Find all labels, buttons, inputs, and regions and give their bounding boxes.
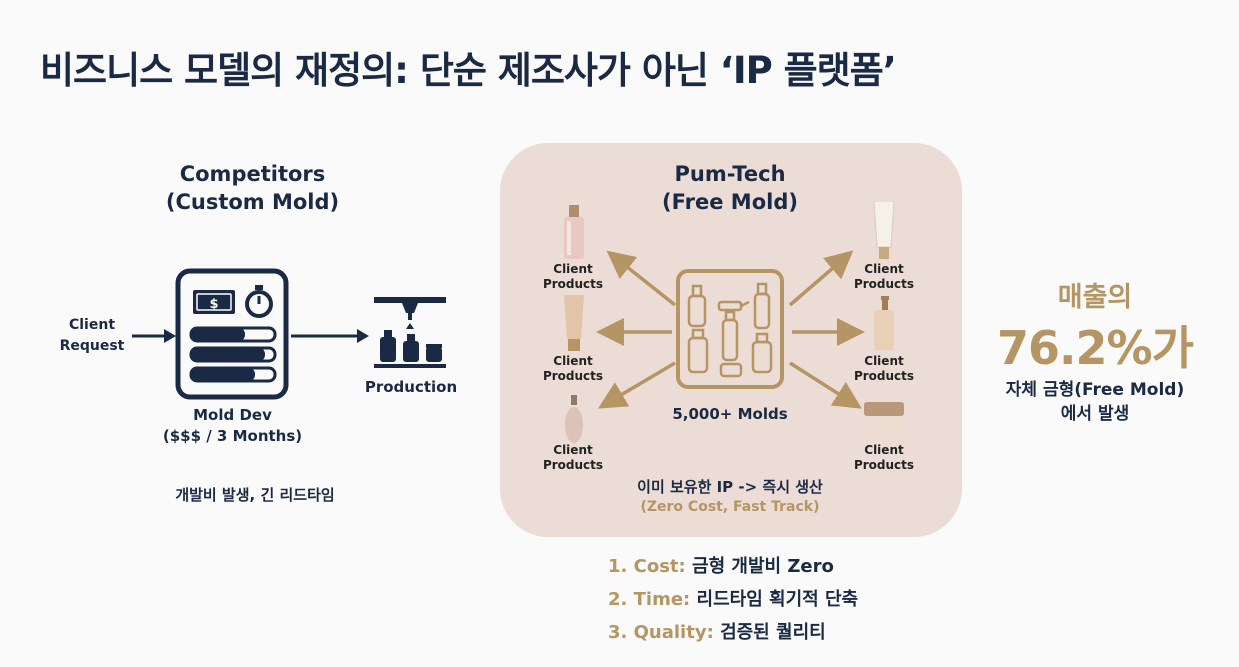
client-products-label: Client Products: [536, 262, 610, 292]
competitors-note: 개발비 발생, 긴 리드타임: [175, 486, 335, 504]
client-products-line1: Client: [864, 262, 904, 276]
cream-jar-image: [864, 402, 904, 440]
white-tube-image: [873, 201, 895, 259]
production-label: Production: [364, 378, 458, 396]
benefits-list: 1. Cost: 금형 개발비 Zero 2. Time: 리드타임 획기적 단…: [608, 550, 928, 649]
benefit-key: 3. Quality:: [608, 622, 714, 643]
tube-product-image: [564, 295, 584, 351]
mold-development-document-icon: $: [175, 268, 289, 400]
pumtech-title: Pum-Tech (Free Mold): [630, 160, 830, 216]
benefit-key: 1. Cost:: [608, 556, 686, 577]
client-products-label: Client Products: [536, 443, 610, 473]
client-products-label: Client Products: [847, 262, 921, 292]
mold-dev-cost-time: ($$$ / 3 Months): [162, 427, 303, 445]
client-products-label: Client Products: [847, 443, 921, 473]
benefit-key: 2. Time:: [608, 589, 691, 610]
client-products-line2: Products: [542, 458, 604, 472]
mold-dev-label: Mold Dev ($$$ / 3 Months): [155, 405, 310, 447]
client-products-line1: Client: [864, 354, 904, 368]
pumtech-title-line2: (Free Mold): [662, 190, 798, 214]
client-products-line1: Client: [864, 443, 904, 457]
benefit-item: 2. Time: 리드타임 획기적 단축: [608, 583, 928, 616]
molds-count: 5,000+ Molds: [672, 405, 788, 423]
client-products-line1: Client: [553, 262, 593, 276]
client-products-line2: Products: [853, 277, 915, 291]
arrow-right-icon: [291, 329, 369, 343]
client-products-line2: Products: [853, 458, 915, 472]
client-products-label: Client Products: [536, 354, 610, 384]
client-request-line1: Client: [68, 317, 116, 333]
serum-bottle-image: [564, 205, 584, 259]
benefit-item: 1. Cost: 금형 개발비 Zero: [608, 550, 928, 583]
page-title: 비즈니스 모델의 재정의: 단순 제조사가 아닌 ‘IP 플랫폼’: [40, 49, 897, 92]
client-products-line2: Products: [542, 369, 604, 383]
production-machine-icon: [374, 297, 446, 368]
stat-desc-line1: 자체 금형(Free Mold): [1005, 380, 1185, 400]
client-request-label: Client Request: [50, 315, 134, 357]
competitors-title: Competitors (Custom Mold): [150, 160, 355, 216]
stat-description: 자체 금형(Free Mold) 에서 발생: [980, 378, 1210, 426]
client-products-line2: Products: [853, 369, 915, 383]
pump-bottle-image: [874, 296, 894, 350]
dollar-symbol: $: [209, 297, 218, 312]
client-products-line2: Products: [542, 277, 604, 291]
ip-note: 이미 보유한 IP -> 즉시 생산: [637, 478, 823, 496]
client-request-line2: Request: [59, 338, 125, 354]
ip-subnote: (Zero Cost, Fast Track): [640, 499, 820, 515]
mold-dev-line1: Mold Dev: [193, 406, 272, 424]
benefit-text: 검증된 퀄리티: [720, 622, 826, 643]
dropper-bottle-image: [565, 395, 583, 443]
molds-library-icon: [676, 269, 784, 389]
competitors-title-line1: Competitors: [179, 162, 326, 186]
pumtech-title-line1: Pum-Tech: [674, 162, 786, 186]
client-products-label: Client Products: [847, 354, 921, 384]
client-products-line1: Client: [553, 354, 593, 368]
stat-desc-line2: 에서 발생: [1060, 404, 1130, 424]
benefit-text: 금형 개발비 Zero: [692, 556, 834, 577]
distribution-arrows: [596, 250, 865, 409]
client-products-line1: Client: [553, 443, 593, 457]
stat-value: 76.2%가: [997, 321, 1194, 375]
benefit-item: 3. Quality: 검증된 퀄리티: [608, 616, 928, 649]
stat-label: 매출의: [1057, 282, 1133, 313]
arrow-right-icon: [132, 329, 176, 343]
competitors-title-line2: (Custom Mold): [165, 190, 340, 214]
benefit-text: 리드타임 획기적 단축: [696, 589, 859, 610]
